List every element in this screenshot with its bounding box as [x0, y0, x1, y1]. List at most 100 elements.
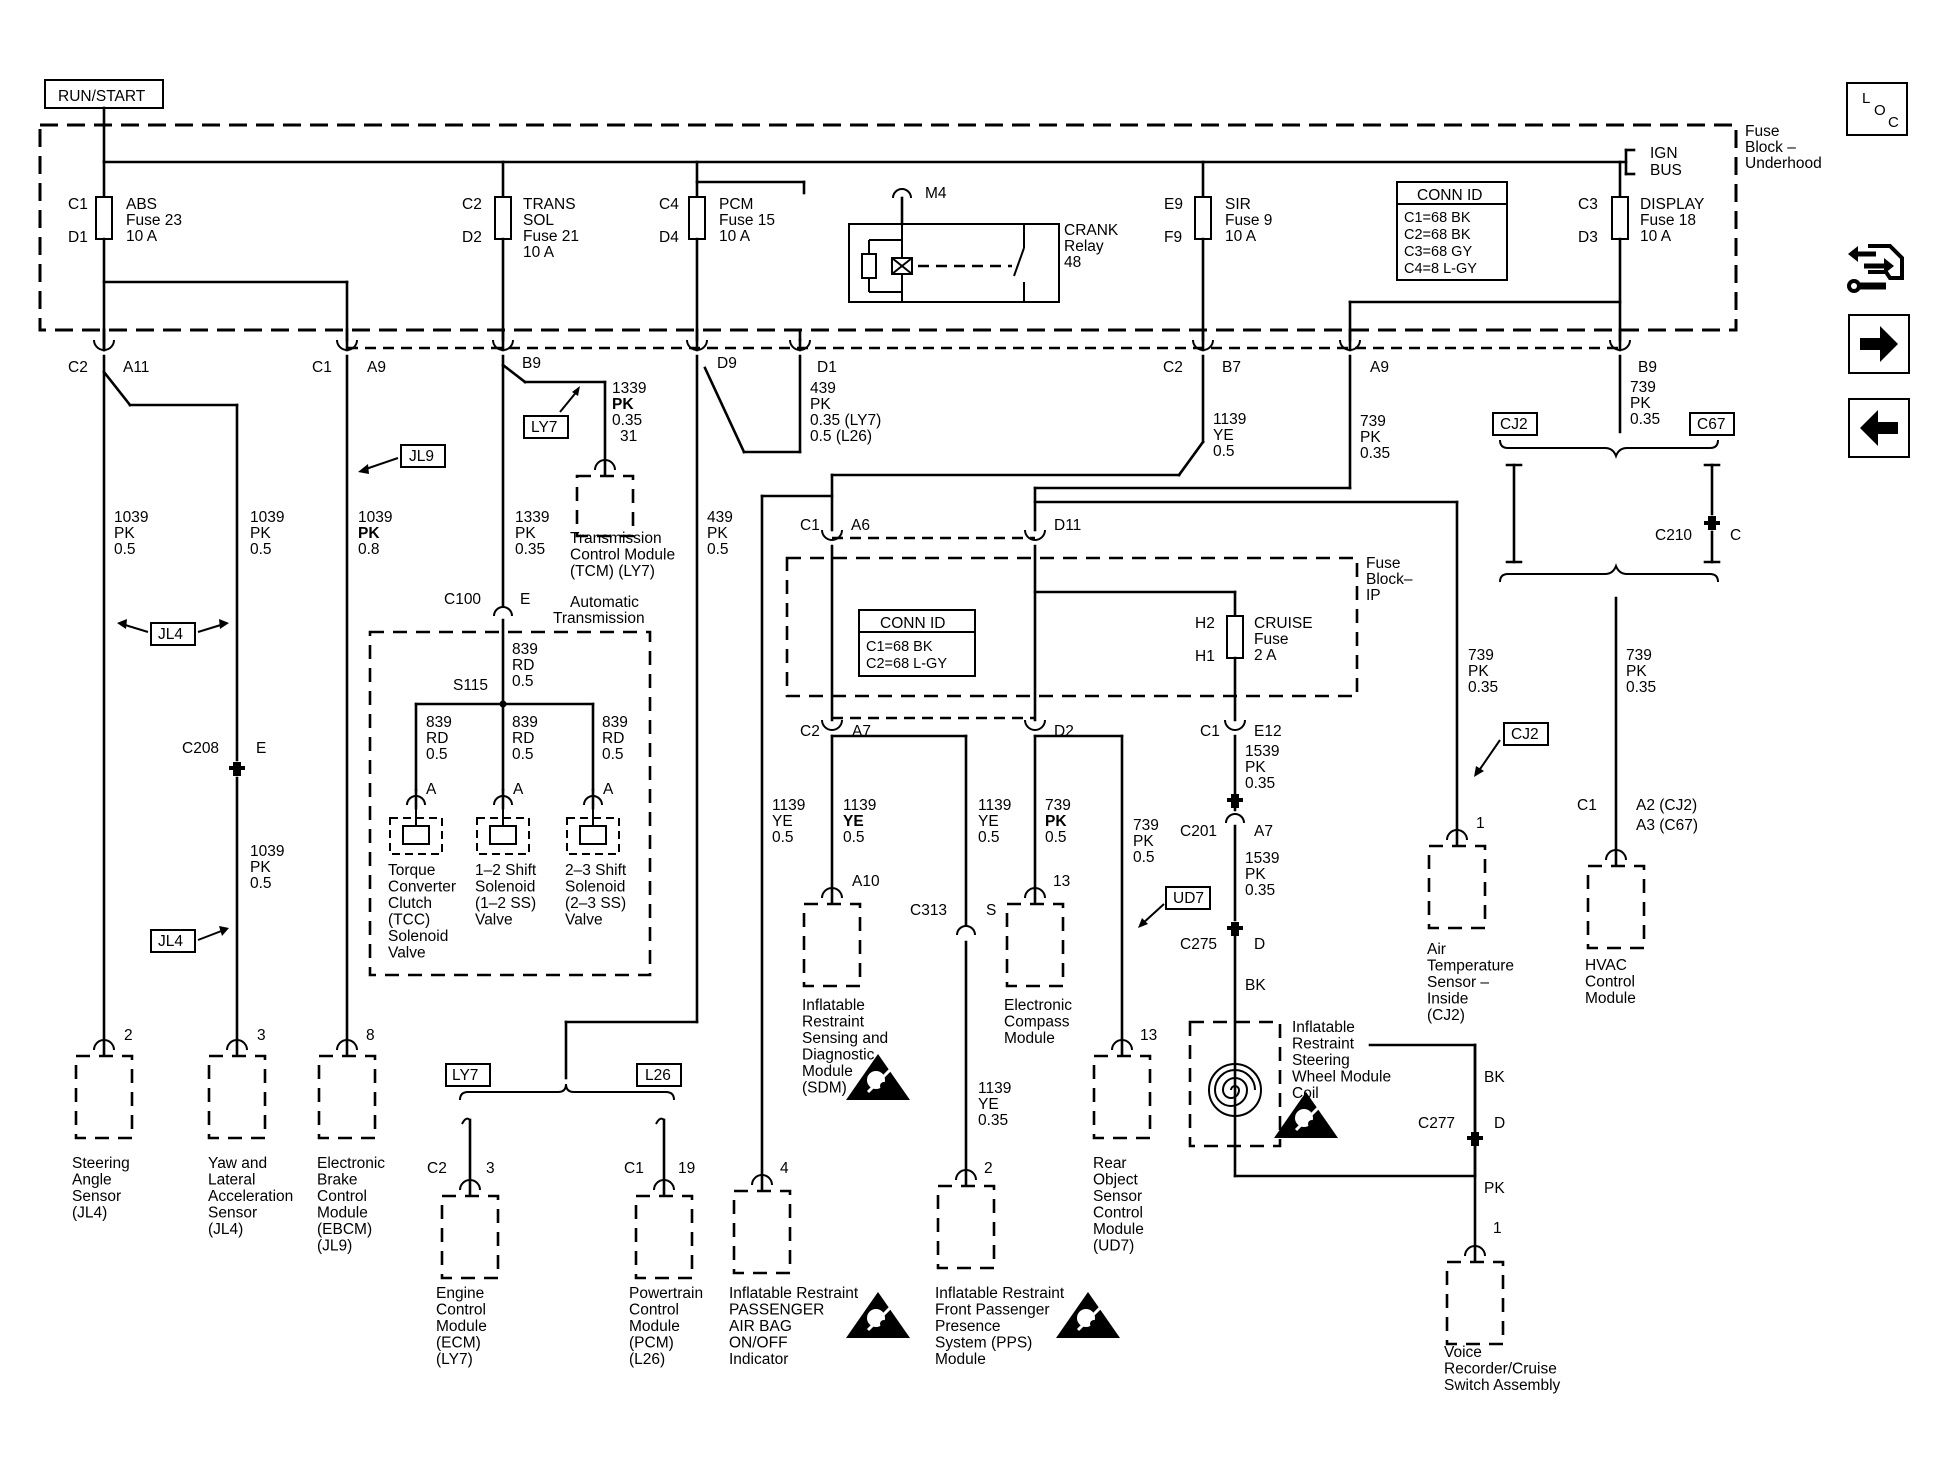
- module-conn: C1: [1577, 797, 1597, 814]
- connector-c100: C100 E: [444, 591, 530, 617]
- module-label: HVAC: [1585, 957, 1627, 974]
- fuse-sir: E9 F9 SIR Fuse 9 10 A: [1164, 160, 1272, 342]
- svg-text:0.8: 0.8: [358, 541, 380, 558]
- uh-bottom-pin-1: [336, 328, 358, 352]
- module-label: Yaw and: [208, 1155, 267, 1172]
- uh-connector-labels: C2 A11 C1 A9 B9 D9 D1 C2 B7 A9 B9: [68, 355, 1657, 376]
- svg-text:0.35: 0.35: [1630, 411, 1660, 428]
- svg-text:RD: RD: [426, 730, 448, 747]
- module-label: Module: [802, 1063, 853, 1080]
- uh-bottom-pin-3: [686, 328, 708, 352]
- svg-text:PK: PK: [1468, 663, 1489, 680]
- svg-text:0.5 (L26): 0.5 (L26): [810, 428, 872, 445]
- module-pin: 3: [257, 1027, 266, 1044]
- svg-text:D1: D1: [68, 229, 88, 246]
- loc-button[interactable]: L O C: [1846, 82, 1908, 136]
- module-label: Inflatable: [802, 997, 865, 1014]
- svg-text:C4=8 L-GY: C4=8 L-GY: [1404, 261, 1477, 277]
- svg-text:D2: D2: [462, 229, 482, 246]
- connector-c277: C277 D: [1418, 1115, 1505, 1146]
- svg-text:48: 48: [1064, 254, 1081, 271]
- wire-label-739-compass: 739 PK 0.5: [1045, 797, 1071, 846]
- module-label: Indicator: [729, 1351, 788, 1368]
- next-page-button[interactable]: [1848, 314, 1910, 374]
- svg-text:0.5: 0.5: [843, 829, 865, 846]
- svg-text:RD: RD: [602, 730, 624, 747]
- wire-label-839-main: 839 RD 0.5: [512, 641, 538, 690]
- inflatable-restraint-steering-coil: [1188, 1020, 1282, 1148]
- svg-text:1339: 1339: [612, 380, 646, 397]
- svg-text:B9: B9: [522, 355, 541, 372]
- svg-text:A9: A9: [367, 359, 386, 376]
- module-label: Control: [629, 1302, 679, 1319]
- svg-text:CONN ID: CONN ID: [880, 615, 945, 632]
- crank-relay: M4 CRANK Relay 48: [695, 180, 1119, 303]
- module-label: Module: [1093, 1221, 1144, 1238]
- svg-text:E9: E9: [1164, 196, 1183, 213]
- loc-label-c: C: [1888, 114, 1899, 131]
- solenoid-label: Solenoid: [565, 879, 625, 896]
- airbag-warning-icon-2: [846, 1292, 910, 1338]
- svg-text:0.35: 0.35: [978, 1112, 1008, 1129]
- svg-text:0.5: 0.5: [1133, 849, 1155, 866]
- fuse-block-underhood-label: Fuse Block – Underhood: [1745, 123, 1822, 172]
- fuse-block-ip-outline: [785, 556, 1359, 698]
- arrow-left-icon: [1860, 410, 1898, 446]
- svg-text:Fuse 15: Fuse 15: [719, 212, 775, 229]
- solenoid-pin: A: [513, 781, 524, 798]
- svg-text:CRUISE: CRUISE: [1254, 615, 1313, 632]
- svg-text:SIR: SIR: [1225, 196, 1251, 213]
- module-label: Rear: [1093, 1155, 1127, 1172]
- solenoid-label: Clutch: [388, 895, 432, 912]
- svg-text:A11: A11: [123, 359, 149, 376]
- module-label: Wheel Module: [1292, 1069, 1391, 1086]
- uh-bottom-pin-7: [1609, 328, 1631, 352]
- svg-text:2 A: 2 A: [1254, 647, 1277, 664]
- tag-jl4-upper: JL4: [117, 619, 229, 646]
- module-label: (SDM): [802, 1080, 847, 1097]
- solenoid-label: 2–3 Shift: [565, 862, 627, 879]
- svg-text:PK: PK: [250, 525, 271, 542]
- module-label: Module: [935, 1351, 986, 1368]
- solenoid-label: Valve: [475, 912, 513, 929]
- connector-tools-icon[interactable]: [1846, 236, 1906, 300]
- module-label: (PCM): [629, 1335, 674, 1352]
- svg-text:D11: D11: [1054, 517, 1081, 534]
- svg-text:1139: 1139: [843, 797, 876, 814]
- wire-label-839-23ss: 839 RD 0.5: [602, 714, 628, 763]
- module-label: Electronic: [1004, 997, 1072, 1014]
- svg-text:0.35 (LY7): 0.35 (LY7): [810, 412, 881, 429]
- svg-text:BUS: BUS: [1650, 162, 1682, 179]
- cj2-c67-option-split: CJ2 C67 C210 C: [1492, 412, 1741, 583]
- wire-label-1139-pps: 1139 YE 0.5: [978, 797, 1011, 846]
- previous-page-button[interactable]: [1848, 398, 1910, 458]
- svg-text:D4: D4: [659, 229, 679, 246]
- svg-text:IP: IP: [1366, 587, 1381, 604]
- fuse-trans-sol: C2 D2 TRANS SOL Fuse 21 10 A: [462, 160, 579, 342]
- svg-text:C2=68 BK: C2=68 BK: [1404, 227, 1471, 243]
- module-label: Air: [1427, 941, 1446, 958]
- svg-text:1139: 1139: [978, 1080, 1011, 1097]
- module-pin: 1: [1493, 1220, 1502, 1237]
- svg-text:UD7: UD7: [1173, 890, 1204, 907]
- svg-text:C277: C277: [1418, 1115, 1455, 1132]
- module-label: Temperature: [1427, 958, 1514, 975]
- fuse-block-ip-label: Fuse Block– IP: [1366, 555, 1413, 604]
- module-label: (LY7): [436, 1351, 473, 1368]
- svg-text:C3=68 GY: C3=68 GY: [1404, 244, 1472, 260]
- wire-label-739-hvac: 739 PK 0.35: [1626, 647, 1656, 696]
- svg-text:S: S: [986, 902, 996, 919]
- airbag-warning-icon-0: [846, 1054, 910, 1100]
- svg-text:1039: 1039: [114, 509, 148, 526]
- connector-c275: C275 D: [1180, 922, 1265, 953]
- svg-text:Fuse 21: Fuse 21: [523, 228, 579, 245]
- svg-text:C1=68 BK: C1=68 BK: [866, 639, 933, 655]
- wire-label-1039-b: 1039 PK 0.5: [250, 509, 284, 558]
- svg-text:PK: PK: [515, 525, 536, 542]
- wire-label-739-a9: 739 PK 0.35: [1360, 413, 1390, 462]
- module-pin: A10: [852, 873, 880, 890]
- module-pin: 2: [124, 1027, 133, 1044]
- svg-text:D2: D2: [1054, 723, 1074, 740]
- svg-text:C1: C1: [312, 359, 332, 376]
